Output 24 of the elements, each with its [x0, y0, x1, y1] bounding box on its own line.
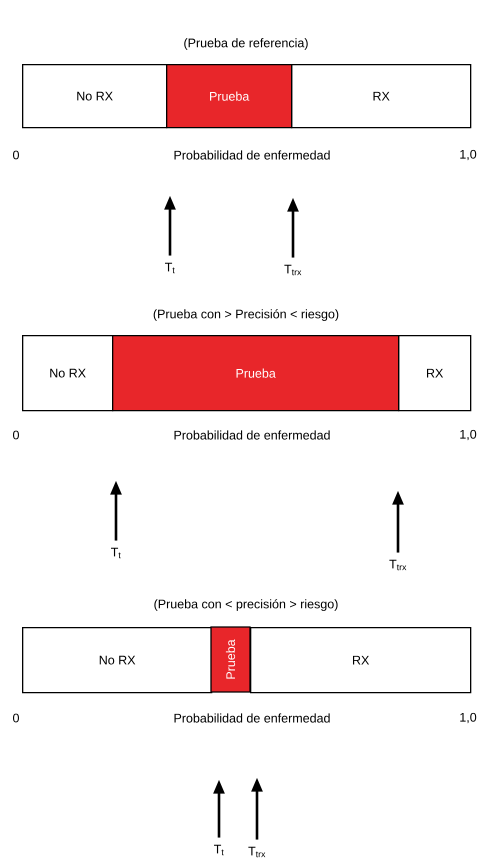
axis-tick-label: 1,0 [460, 150, 476, 160]
threshold-label: T$_{t}$ [165, 262, 175, 274]
axis-tick-label: 0 [13, 150, 19, 160]
axis-title: Probabilidad de enfermedad [174, 713, 330, 723]
bar-segment: RX [291, 64, 472, 128]
threshold-label: T$_{trx}$ [284, 264, 302, 276]
threshold-label: T$_{trx}$ [389, 560, 406, 570]
axis-tick-label: 0 [13, 714, 19, 722]
panel-title: (Prueba con > Precisión < riesgo) [154, 309, 338, 321]
axis-tick-label: 1,0 [460, 712, 476, 724]
panel-title: (Prueba con < precisión > riesgo) [154, 599, 338, 611]
threshold-label: T$_{t}$ [111, 548, 121, 558]
bar-segment: Prueba [166, 64, 292, 128]
axis-title: Probabilidad de enfermedad [174, 430, 330, 440]
axis-tick-label: 0 [13, 430, 19, 440]
bar-segment: Prueba [210, 626, 251, 693]
bar-segment: RX [398, 335, 472, 412]
threshold-label: T$_{t}$ [214, 844, 224, 856]
bar-segment: RX [250, 627, 472, 694]
bar-segment: Prueba [112, 335, 400, 412]
axis-tick-label: 1,0 [460, 430, 476, 440]
threshold-label: T$_{trx}$ [248, 846, 266, 858]
axis-title: Probabilidad de enfermedad [174, 150, 330, 160]
panel-title: (Prueba de referencia) [184, 38, 308, 50]
